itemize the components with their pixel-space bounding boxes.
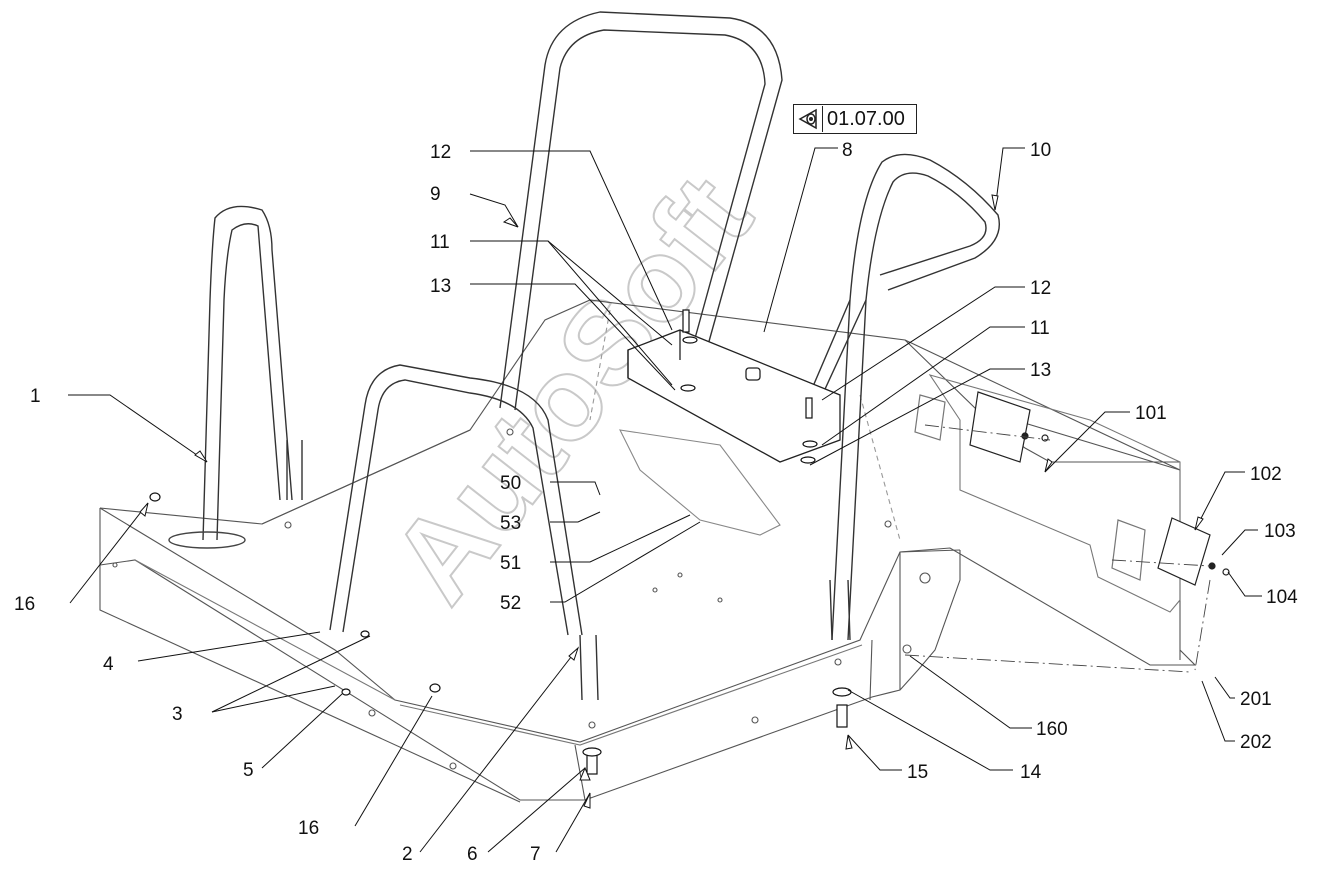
callout-6: 6 [467, 844, 478, 865]
callout-51: 51 [500, 553, 521, 574]
callout-1: 1 [30, 386, 41, 407]
callout-12b: 12 [1030, 278, 1051, 299]
callout-52: 52 [500, 593, 521, 614]
callout-103: 103 [1264, 521, 1296, 542]
callout-160: 160 [1036, 719, 1068, 740]
callout-15: 15 [907, 762, 928, 783]
callout-16b: 16 [298, 818, 319, 839]
callout-101: 101 [1135, 403, 1167, 424]
callout-12a: 12 [430, 142, 451, 163]
callout-104: 104 [1266, 587, 1298, 608]
platform-frame [99, 299, 1197, 803]
callout-5: 5 [243, 760, 254, 781]
centre-lines [904, 424, 1211, 673]
arrowheads [139, 194, 1204, 809]
view-eye-icon [798, 106, 823, 132]
callout-8: 8 [842, 140, 853, 161]
callout-11a: 11 [430, 232, 450, 253]
callout-50: 50 [500, 473, 521, 494]
reflector-plates [914, 391, 1230, 586]
reference-code: 01.07.00 [827, 107, 905, 130]
leader-lines [68, 147, 1262, 853]
callout-201: 201 [1240, 689, 1272, 710]
callout-13a: 13 [430, 276, 451, 297]
callout-4: 4 [103, 654, 114, 675]
callout-16a: 16 [14, 594, 35, 615]
reference-view-box[interactable]: 01.07.00 [793, 104, 917, 134]
callout-labels: 1 2 3 4 5 6 7 8 9 10 11 11 12 12 13 13 1… [14, 140, 1298, 865]
tube-frames [168, 11, 1000, 701]
callout-7: 7 [530, 844, 541, 865]
callout-13b: 13 [1030, 360, 1051, 381]
callout-11b: 11 [1030, 318, 1050, 339]
callout-102: 102 [1250, 464, 1282, 485]
callout-2: 2 [402, 844, 413, 865]
callout-14: 14 [1020, 762, 1042, 783]
callout-10: 10 [1030, 140, 1051, 161]
callout-3: 3 [172, 704, 183, 725]
callout-9: 9 [430, 184, 441, 205]
callout-53: 53 [500, 513, 521, 534]
fasteners [149, 309, 852, 775]
callout-202: 202 [1240, 732, 1272, 753]
center-bracket [627, 329, 841, 463]
